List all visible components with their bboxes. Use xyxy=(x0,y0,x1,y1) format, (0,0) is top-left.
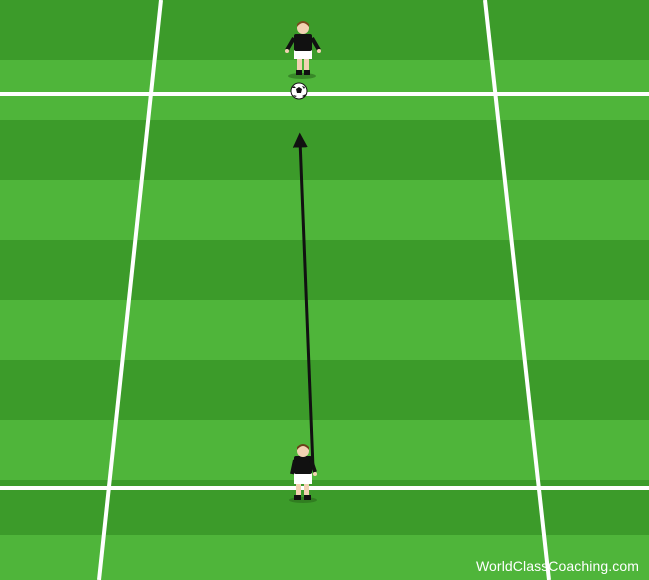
player-shadow xyxy=(289,497,317,503)
player-hair xyxy=(297,444,309,450)
soccer-ball xyxy=(290,82,308,100)
stripe-light xyxy=(0,420,649,480)
stripe-dark xyxy=(0,360,649,420)
player-leg xyxy=(304,59,309,73)
player-top xyxy=(285,21,321,79)
stripe-dark xyxy=(0,240,649,300)
player-leg xyxy=(296,484,301,497)
stripe-light xyxy=(0,535,649,580)
player-hand xyxy=(317,49,321,53)
pass-arrow xyxy=(292,132,315,469)
watermark: WorldClassCoaching.com xyxy=(475,558,639,574)
stripe-dark xyxy=(0,120,649,180)
player-shorts xyxy=(294,50,312,59)
player-head xyxy=(297,445,309,457)
player-arm xyxy=(309,459,317,473)
player-shirt xyxy=(294,34,312,51)
stripe-light xyxy=(0,300,649,360)
player-shirt xyxy=(294,456,312,474)
player-boot xyxy=(304,70,310,75)
player-hand xyxy=(285,49,289,53)
player-head xyxy=(297,22,309,34)
player-hand xyxy=(313,472,317,476)
stripe-dark xyxy=(0,0,649,60)
player-shorts xyxy=(294,473,312,484)
player-bottom xyxy=(289,444,317,503)
stripe-light xyxy=(0,60,649,120)
left-sideline xyxy=(97,0,163,580)
player-boot xyxy=(304,495,311,500)
player-arm xyxy=(310,36,321,52)
player-hair xyxy=(297,21,309,27)
player-leg xyxy=(297,59,302,73)
player-boot xyxy=(296,70,302,75)
right-sideline xyxy=(483,0,551,580)
player-arm xyxy=(285,36,296,52)
player-boot xyxy=(294,495,301,500)
player-arm xyxy=(290,459,297,475)
player-leg xyxy=(304,484,309,497)
stripe-light xyxy=(0,180,649,240)
